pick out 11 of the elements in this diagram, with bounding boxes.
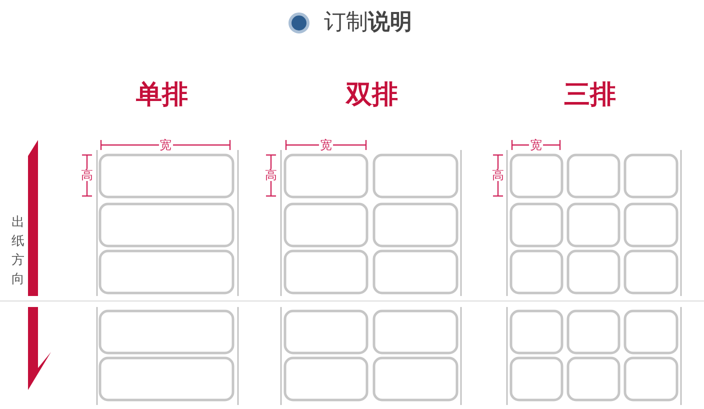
title: 订制说明 bbox=[324, 9, 412, 37]
dimension-label: 宽 bbox=[319, 139, 333, 152]
direction-label: 出纸方向 bbox=[11, 214, 25, 289]
column-heading: 单排 bbox=[136, 80, 188, 110]
dimension-label: 宽 bbox=[158, 139, 172, 152]
column-heading: 双排 bbox=[346, 80, 398, 110]
dimension-label: 高 bbox=[265, 169, 277, 181]
dimension-label: 高 bbox=[81, 169, 93, 181]
column-heading: 三排 bbox=[564, 80, 616, 110]
dimension-label: 宽 bbox=[529, 139, 543, 152]
dimension-label: 高 bbox=[492, 169, 504, 181]
